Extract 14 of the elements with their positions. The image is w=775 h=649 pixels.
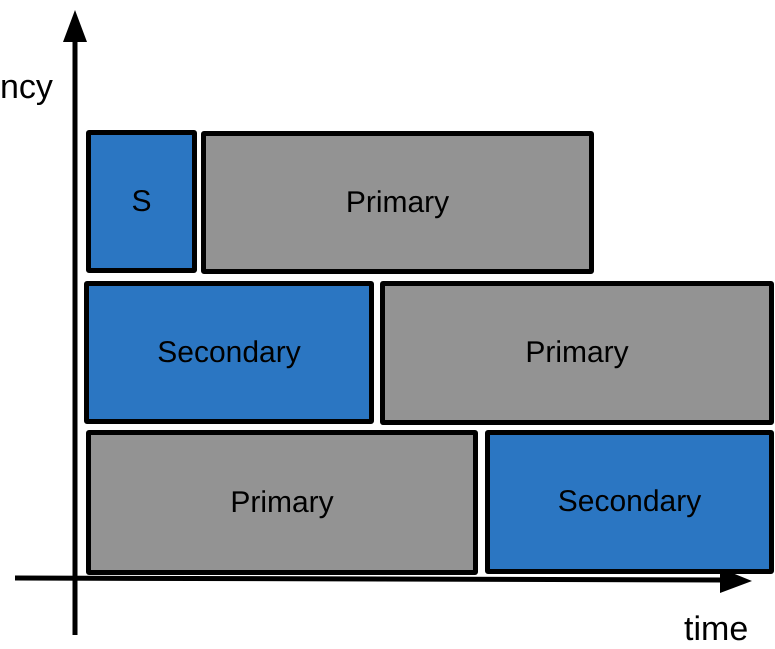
block-label: Secondary bbox=[157, 336, 301, 370]
time-block bbox=[86, 130, 197, 273]
axis-label: ncy bbox=[0, 68, 53, 107]
time-block bbox=[485, 430, 774, 574]
time-block bbox=[201, 131, 594, 274]
time-block bbox=[84, 281, 374, 424]
time-block bbox=[380, 281, 774, 425]
block-label: Primary bbox=[230, 486, 334, 520]
axis-label: time bbox=[684, 610, 748, 649]
block-label: Primary bbox=[346, 186, 450, 220]
block-label: Primary bbox=[525, 336, 629, 370]
block-label: S bbox=[131, 184, 152, 218]
time-block bbox=[86, 430, 478, 575]
block-label: Secondary bbox=[558, 485, 702, 519]
